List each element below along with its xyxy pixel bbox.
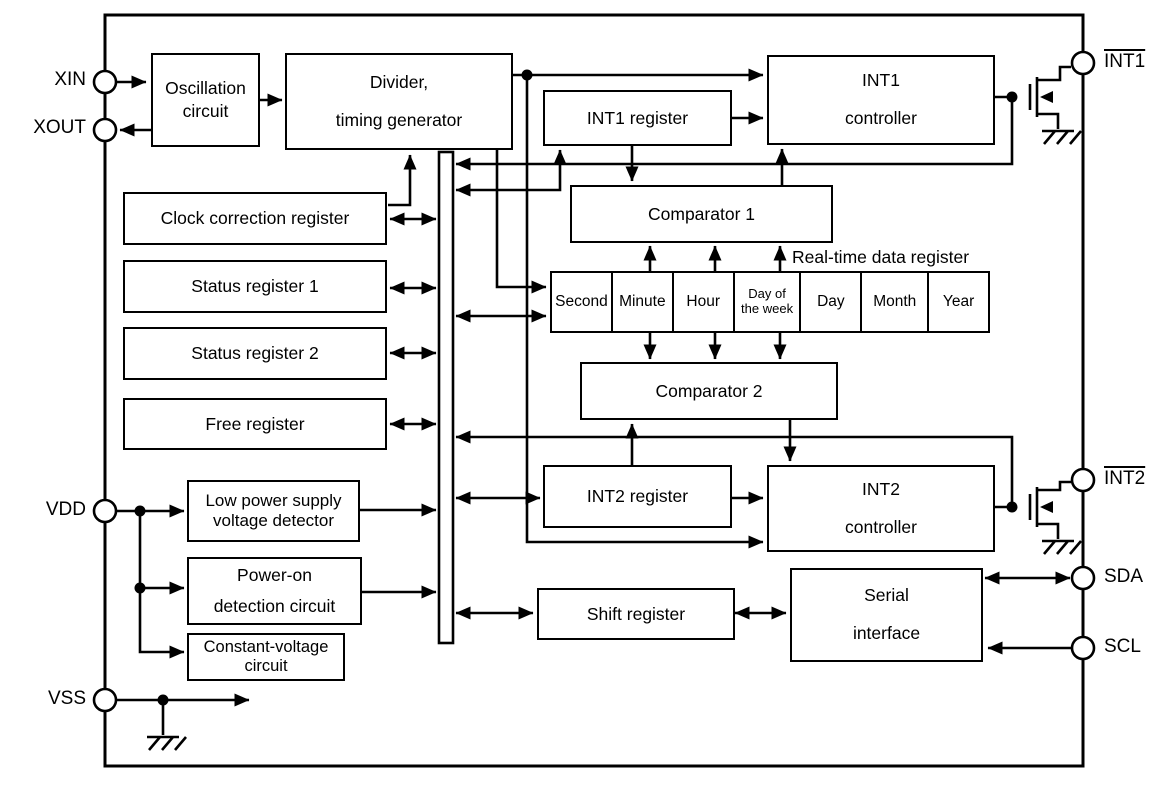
block-int1-controller: INT1 controller <box>767 55 995 145</box>
block-label: Constant-voltage <box>203 637 329 656</box>
mosfet-source <box>1037 112 1060 129</box>
block-label: INT1 register <box>586 107 689 128</box>
block-label: detection circuit <box>213 596 336 616</box>
block-label: Clock correction register <box>160 208 350 229</box>
ground-icon <box>1040 539 1083 556</box>
pin-sda-circle <box>1070 565 1096 591</box>
block-serial-interface: Serial interface <box>790 568 983 662</box>
rtc-cell-minute: Minute <box>610 273 672 331</box>
pin-label-int1: INT1 <box>1104 51 1146 72</box>
wire-vdd-to-constvolt <box>138 511 185 659</box>
block-label: Low power supply <box>205 490 342 510</box>
pin-scl-circle <box>1070 635 1096 661</box>
wire-int2-feedback-to-bus <box>455 430 1014 507</box>
pin-int1-circle <box>1070 50 1096 76</box>
block-label: Status register 1 <box>191 276 319 297</box>
wire-clock-to-int2ctrl <box>525 75 764 549</box>
pin-label-xout: XOUT <box>33 117 86 138</box>
block-free-register: Free register <box>123 398 387 450</box>
block-label: Status register 2 <box>191 343 319 364</box>
block-label: timing generator <box>335 109 463 130</box>
block-label: Serial <box>864 585 909 606</box>
block-oscillation-circuit: Oscillation circuit <box>151 53 260 147</box>
ground-icon <box>1040 129 1083 146</box>
rtc-cell-label: Year <box>942 293 975 310</box>
pin-vss-circle <box>92 687 118 713</box>
block-shift-register: Shift register <box>537 588 735 640</box>
mosfet-body-arrow <box>1040 501 1053 513</box>
pin-vdd-circle <box>92 498 118 524</box>
rtc-cell-label: Minute <box>619 293 666 310</box>
block-int2-register: INT2 register <box>543 465 732 528</box>
rtc-cell-day-of-week: Day of the week <box>732 273 800 331</box>
block-label: interface <box>852 623 921 643</box>
block-low-power-supply-voltage-detector: Low power supply voltage detector <box>187 480 360 542</box>
block-label: Shift register <box>586 603 686 624</box>
chip-outline <box>103 13 1085 768</box>
wire-divider-to-seconds <box>495 150 547 294</box>
rtc-cell-label: Month <box>873 293 917 310</box>
block-comparator-2: Comparator 2 <box>580 362 838 420</box>
rtc-cell-second: Second <box>552 273 611 331</box>
rtc-cell-day: Day <box>799 273 860 331</box>
block-label: Comparator 2 <box>655 380 763 401</box>
block-label: voltage detector <box>213 511 334 530</box>
int2-mosfet <box>1028 480 1071 539</box>
block-label: Free register <box>205 413 305 434</box>
pin-label-vss: VSS <box>47 688 86 709</box>
rtc-cell-hour: Hour <box>671 273 733 331</box>
pin-xin-circle <box>92 69 118 95</box>
block-label: Power-on <box>237 565 312 586</box>
block-label: circuit <box>244 657 288 675</box>
int1-mosfet <box>1028 65 1071 129</box>
ground-icon <box>145 735 188 752</box>
block-label: Comparator 1 <box>648 203 755 224</box>
rtc-caption: Real-time data register <box>792 247 970 267</box>
mosfet-source <box>1037 522 1060 539</box>
pin-label-vdd: VDD <box>45 499 86 520</box>
block-power-on-detection-circuit: Power-on detection circuit <box>187 557 362 625</box>
block-label: controller <box>845 516 917 537</box>
mosfet-body-arrow <box>1040 91 1053 103</box>
wire-clockcorr-to-divider <box>388 154 417 207</box>
block-clock-correction-register: Clock correction register <box>123 192 387 245</box>
wire-bus-int1reg <box>455 149 567 197</box>
rtc-cell-label: Second <box>555 293 608 310</box>
pin-label-xin: XIN <box>54 69 86 90</box>
block-comparator-1: Comparator 1 <box>570 185 833 243</box>
real-time-data-register: Second Minute Hour Day of the week Day M… <box>550 271 990 333</box>
rtc-cell-label: Day of the week <box>741 286 794 316</box>
block-label: INT2 register <box>586 486 689 507</box>
pin-label-sda: SDA <box>1104 566 1144 587</box>
wires <box>116 68 1072 735</box>
block-int1-register: INT1 register <box>543 90 732 146</box>
internal-bus-bar <box>437 150 455 645</box>
pin-label-scl: SCL <box>1104 636 1141 657</box>
block-label: INT1 <box>862 70 900 91</box>
rtc-cell-label: Hour <box>686 293 721 310</box>
mosfet-drain <box>1037 65 1071 82</box>
pin-xout-circle <box>92 117 118 143</box>
block-label: circuit <box>182 101 229 121</box>
rtc-cell-label: Day <box>817 293 845 310</box>
block-label: controller <box>845 108 917 128</box>
block-label: Oscillation <box>165 78 246 99</box>
rtc-cell-year: Year <box>927 273 988 331</box>
block-status-register-1: Status register 1 <box>123 260 387 313</box>
rtc-cell-month: Month <box>860 273 927 331</box>
pins <box>92 50 1096 713</box>
block-int2-controller: INT2 controller <box>767 465 995 552</box>
mosfet-drain <box>1037 480 1071 492</box>
block-label: Divider, <box>369 71 429 92</box>
block-constant-voltage-circuit: Constant-voltage circuit <box>187 633 345 681</box>
block-status-register-2: Status register 2 <box>123 327 387 380</box>
junction-dots <box>134 69 1018 706</box>
block-divider-timing-generator: Divider, timing generator <box>285 53 513 150</box>
pin-label-int2: INT2 <box>1104 468 1146 489</box>
wire-int1-feedback-to-bus <box>455 97 1014 171</box>
block-label: INT2 <box>862 478 900 499</box>
pin-int2-circle <box>1070 467 1096 493</box>
